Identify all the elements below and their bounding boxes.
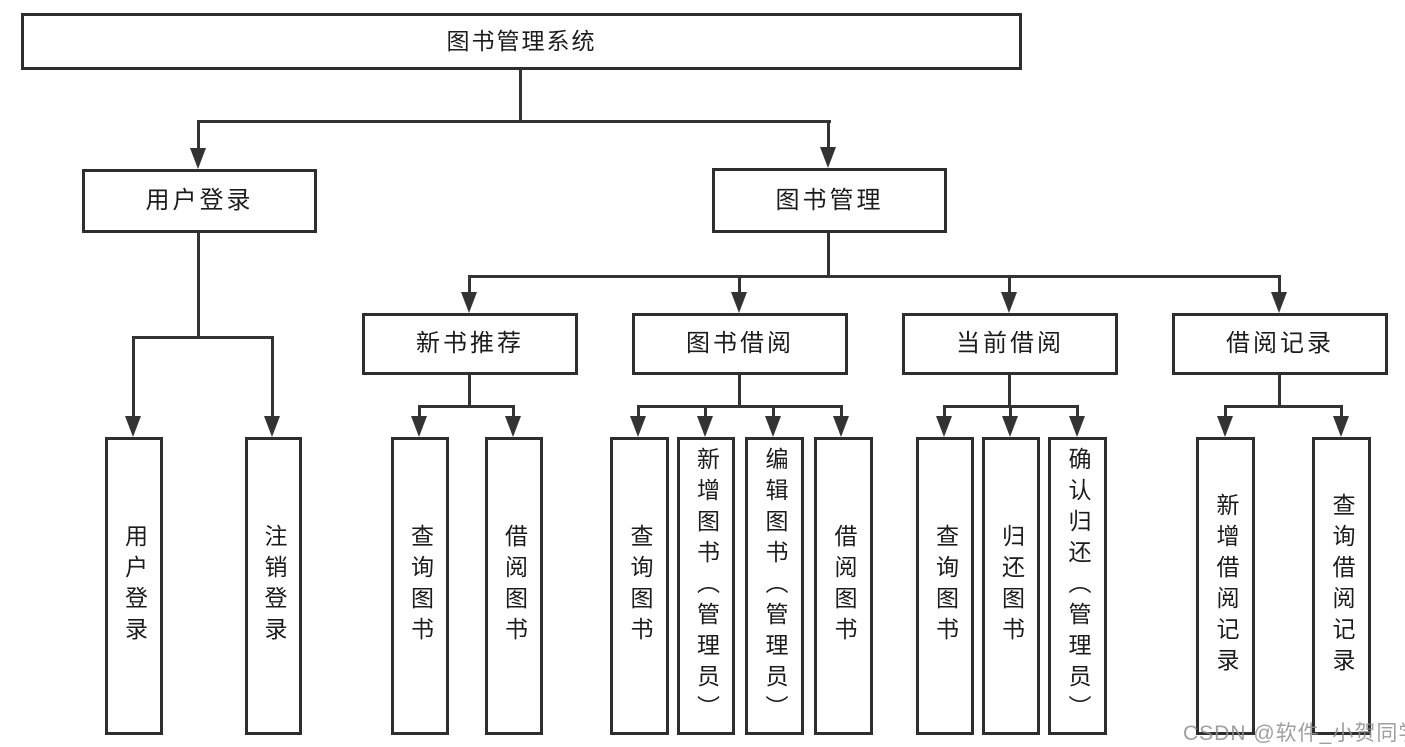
node-label: 当前借阅: [956, 330, 1064, 357]
arrow-down-icon: [1002, 416, 1018, 437]
connector: [637, 405, 843, 408]
arrow-down-icon: [264, 416, 280, 437]
node-book-management: 图书管理: [712, 168, 947, 233]
leaf-label: 借阅图书: [831, 524, 857, 648]
arrow-down-icon: [936, 416, 952, 437]
connector: [827, 120, 830, 149]
node-user-login: 用户登录: [82, 169, 317, 233]
node-label: 图书管理: [775, 186, 884, 214]
connector: [197, 120, 831, 123]
leaf-query-borrow-record: 查询借阅记录: [1312, 437, 1371, 735]
leaf-confirm-return-admin: 确认归还（管理员）: [1048, 437, 1107, 735]
arrow-down-icon: [125, 416, 141, 437]
connector: [271, 336, 274, 417]
connector: [1224, 405, 1227, 417]
connector: [1076, 405, 1079, 417]
connector: [1008, 275, 1011, 293]
connector: [1278, 375, 1281, 407]
leaf-label: 确认归还（管理员）: [1065, 446, 1091, 726]
arrow-down-icon: [765, 416, 781, 437]
node-label: 图书管理系统: [446, 28, 597, 54]
arrow-down-icon: [505, 416, 521, 437]
arrow-down-icon: [1217, 416, 1233, 437]
arrow-down-icon: [1271, 292, 1287, 313]
arrow-down-icon: [190, 148, 206, 169]
leaf-borrow-book-recommend: 借阅图书: [485, 437, 543, 735]
arrow-down-icon: [833, 416, 849, 437]
leaf-label: 编辑图书（管理员）: [762, 446, 788, 726]
arrow-down-icon: [820, 147, 836, 168]
connector: [637, 405, 640, 417]
leaf-label: 查询图书: [407, 524, 434, 648]
arrow-down-icon: [1001, 292, 1017, 313]
arrow-down-icon: [697, 416, 713, 437]
connector: [827, 233, 830, 277]
node-label: 图书借阅: [686, 330, 794, 357]
node-book-borrow: 图书借阅: [632, 313, 848, 375]
node-library-system: 图书管理系统: [21, 13, 1022, 70]
leaf-label: 注销登录: [261, 524, 287, 648]
leaf-edit-book-admin: 编辑图书（管理员）: [745, 437, 804, 735]
arrow-down-icon: [461, 292, 477, 313]
leaf-label: 新增图书（管理员）: [693, 446, 720, 726]
leaf-label: 查询图书: [627, 524, 653, 648]
connector: [1008, 375, 1011, 407]
arrow-down-icon: [630, 416, 646, 437]
connector: [943, 405, 946, 417]
leaf-label: 查询借阅记录: [1329, 493, 1355, 679]
connector: [519, 70, 522, 120]
leaf-query-book-current: 查询图书: [916, 437, 974, 735]
connector: [512, 405, 515, 417]
connector: [1340, 405, 1343, 417]
node-label: 新书推荐: [416, 330, 524, 357]
leaf-label: 归还图书: [998, 524, 1025, 648]
leaf-label: 借阅图书: [501, 524, 528, 648]
arrow-down-icon: [411, 416, 427, 437]
leaf-user-login: 用户登录: [105, 437, 163, 735]
node-label: 借阅记录: [1226, 330, 1334, 357]
connector: [738, 275, 741, 293]
arrow-down-icon: [731, 292, 747, 313]
connector: [132, 336, 135, 417]
leaf-return-book: 归还图书: [982, 437, 1040, 735]
arrow-down-icon: [1069, 416, 1085, 437]
connector: [840, 405, 843, 417]
connector: [772, 405, 775, 417]
connector: [132, 336, 274, 339]
connector: [418, 405, 421, 417]
leaf-query-book-recommend: 查询图书: [391, 437, 449, 735]
connector: [468, 375, 471, 407]
leaf-logout: 注销登录: [245, 437, 302, 735]
connector: [1224, 405, 1343, 408]
connector: [197, 120, 200, 150]
connector: [1009, 405, 1012, 417]
watermark-text: CSDN @软件_小贺同学: [1183, 722, 1405, 745]
connector: [468, 275, 471, 293]
node-current-borrow: 当前借阅: [902, 313, 1118, 375]
connector: [704, 405, 707, 417]
node-new-book-recommend: 新书推荐: [362, 313, 578, 375]
leaf-label: 查询图书: [932, 524, 959, 648]
connector: [418, 405, 515, 408]
leaf-label: 用户登录: [121, 524, 148, 648]
node-label: 用户登录: [145, 187, 254, 214]
arrow-down-icon: [1333, 416, 1349, 437]
connector: [1278, 275, 1281, 293]
connector: [738, 375, 741, 407]
leaf-add-book-admin: 新增图书（管理员）: [677, 437, 735, 735]
connector: [468, 275, 1281, 278]
leaf-borrow-book: 借阅图书: [814, 437, 873, 735]
leaf-query-book-borrow: 查询图书: [610, 437, 669, 735]
leaf-add-borrow-record: 新增借阅记录: [1196, 437, 1255, 735]
connector: [197, 233, 200, 336]
node-borrow-record: 借阅记录: [1172, 313, 1388, 375]
leaf-label: 新增借阅记录: [1213, 493, 1239, 679]
